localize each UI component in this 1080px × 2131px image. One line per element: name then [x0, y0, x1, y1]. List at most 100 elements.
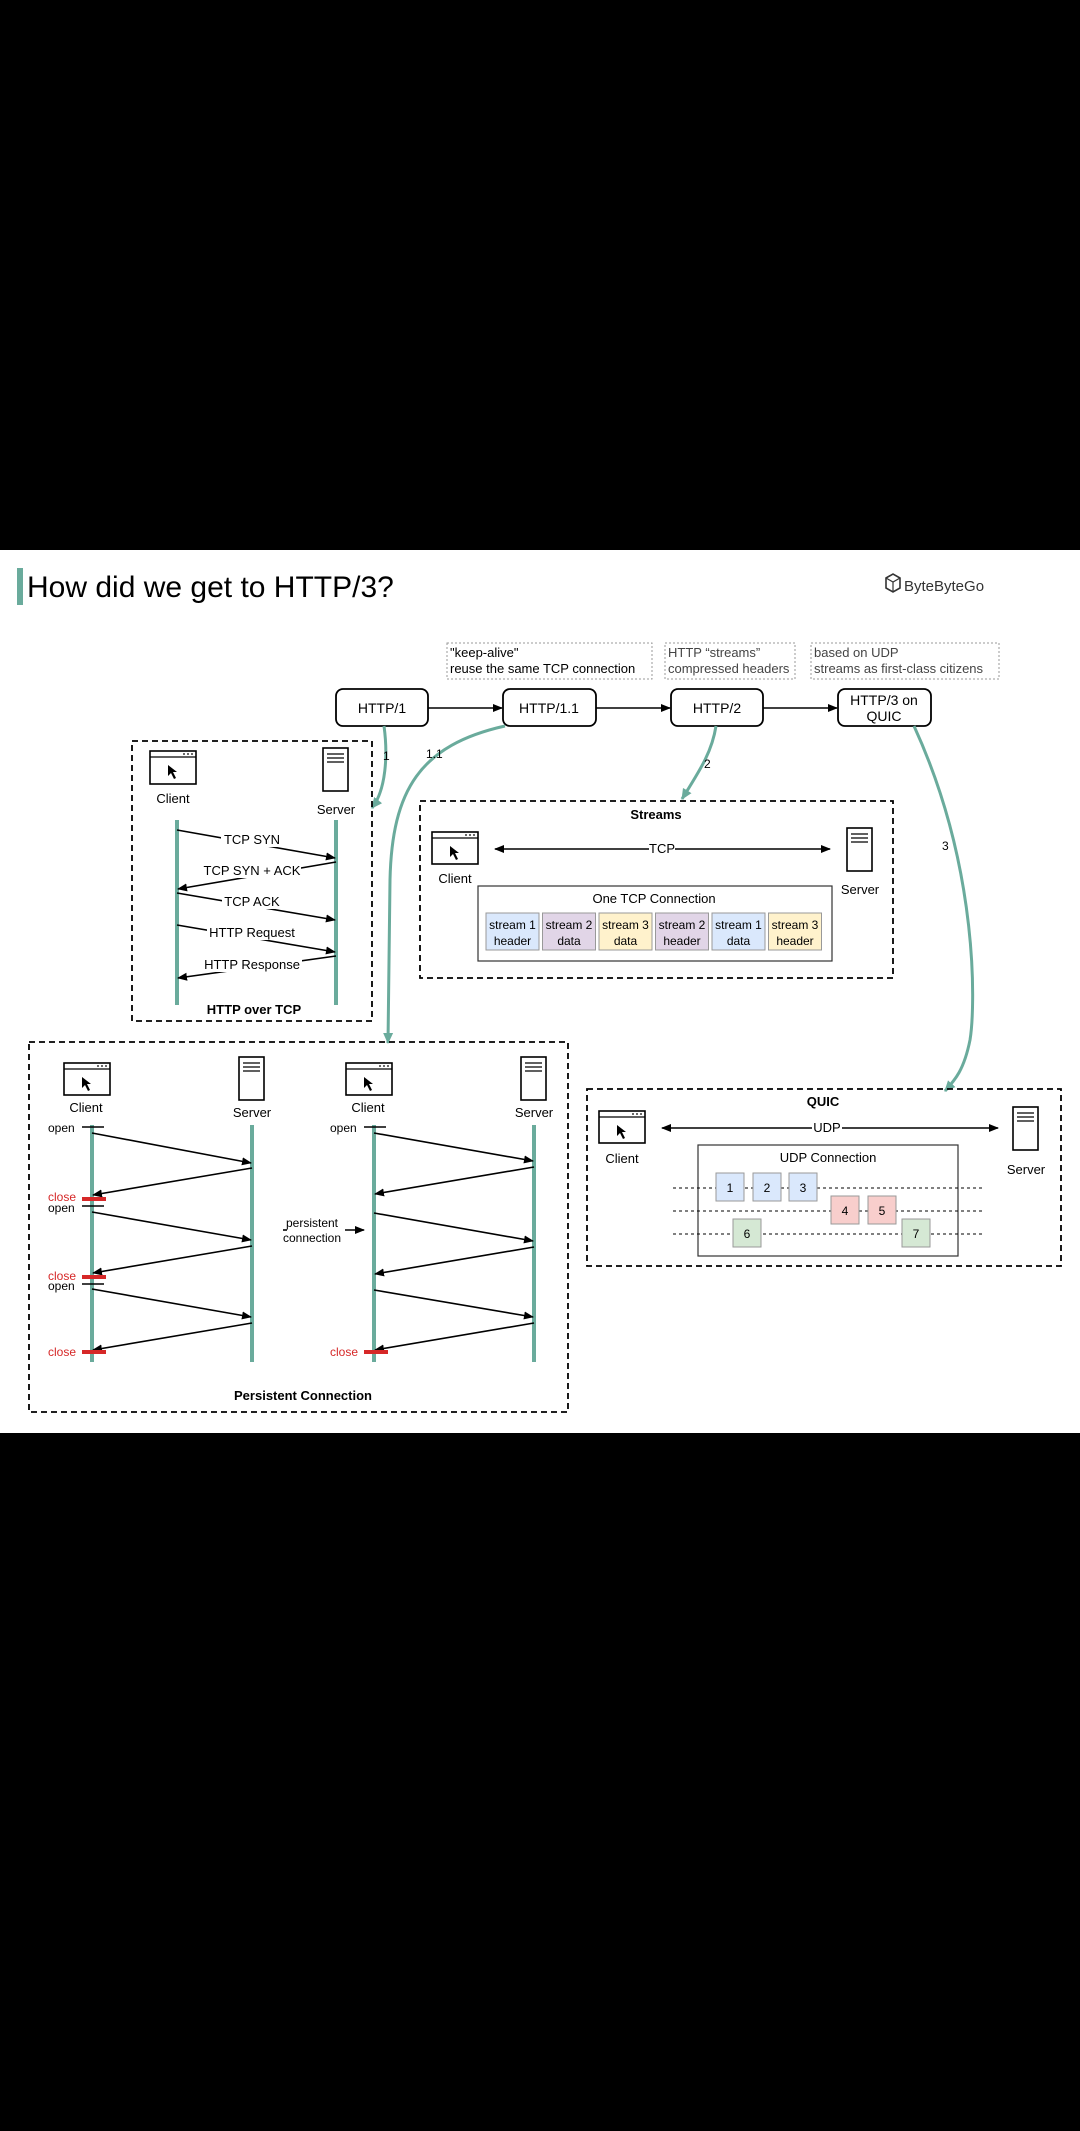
right-persistent-sequence: open close — [330, 1121, 535, 1359]
stream-cell: stream 1 data — [711, 912, 766, 951]
svg-text:QUIC: QUIC — [867, 708, 902, 724]
stream-cell-line1: stream 1 — [715, 918, 762, 932]
page-title: How did we get to HTTP/3? — [27, 571, 394, 604]
stream-cell-line1: stream 2 — [659, 918, 706, 932]
quic-packet-label: 2 — [764, 1181, 771, 1195]
svg-text:"keep-alive": "keep-alive" — [450, 645, 519, 660]
svg-text:HTTP “streams”: HTTP “streams” — [668, 645, 760, 660]
svg-text:based on UDP: based on UDP — [814, 645, 899, 660]
client-window-icon — [431, 831, 479, 865]
quic-packet-label: 7 — [913, 1227, 920, 1241]
quic-packet: 2 — [752, 1172, 782, 1202]
edge-label-3: 3 — [942, 839, 949, 853]
note-http2: HTTP “streams” compressed headers — [664, 642, 796, 680]
version-http11: HTTP/1.1 — [502, 688, 597, 727]
client-window-icon — [598, 1110, 646, 1144]
quic-packet: 4 — [830, 1195, 860, 1225]
stream-cell-line2: header — [776, 934, 813, 948]
open-label: open — [48, 1279, 75, 1293]
brand-logo: ByteByteGo — [885, 573, 984, 595]
brand-name: ByteByteGo — [904, 578, 984, 595]
quic-packet-label: 1 — [727, 1181, 734, 1195]
server-label: Server — [515, 1105, 554, 1120]
quic-packets: 1 2 3 4 5 6 7 — [715, 1172, 931, 1248]
persistent-connection-note-line1: persistent — [286, 1216, 339, 1230]
msg-tcp-ack: TCP ACK — [224, 894, 280, 909]
stream-cell-line2: header — [663, 934, 700, 948]
client-label: Client — [69, 1100, 103, 1115]
tcp-label: TCP — [649, 841, 675, 856]
client-label: Client — [438, 871, 472, 886]
client-label: Client — [351, 1100, 385, 1115]
title-accent-bar — [17, 568, 23, 605]
teal-arrow-1-1 — [383, 724, 506, 1044]
version-http1: HTTP/1 — [335, 688, 429, 727]
note-http11: "keep-alive" reuse the same TCP connecti… — [446, 642, 653, 680]
svg-text:compressed headers: compressed headers — [668, 661, 790, 676]
version-http3-quic: HTTP/3 on QUIC — [837, 688, 932, 727]
msg-http-request: HTTP Request — [209, 925, 295, 940]
open-label: open — [330, 1121, 357, 1135]
close-label: close — [48, 1269, 76, 1283]
server-label: Server — [1007, 1162, 1046, 1177]
msg-tcp-synack: TCP SYN + ACK — [204, 863, 301, 878]
streams-box: Streams Client Server TCP One TCP Connec… — [419, 800, 894, 979]
quic-packet-label: 3 — [800, 1181, 807, 1195]
close-label: close — [48, 1190, 76, 1204]
teal-arrow-3 — [912, 725, 975, 1093]
quic-packet: 1 — [715, 1172, 745, 1202]
quic-packet: 6 — [732, 1218, 762, 1248]
server-icon — [322, 747, 349, 792]
edge-label-2: 2 — [704, 757, 711, 771]
svg-text:HTTP/2: HTTP/2 — [693, 700, 741, 716]
client-label: Client — [156, 791, 190, 806]
server-icon — [520, 1056, 547, 1101]
udp-connection-label: UDP Connection — [780, 1150, 877, 1165]
open-label: open — [48, 1201, 75, 1215]
server-icon — [846, 827, 873, 872]
teal-arrow-1 — [370, 725, 388, 809]
stream-cell-line1: stream 3 — [602, 918, 649, 932]
stream-cell: stream 3 header — [768, 912, 822, 951]
server-label: Server — [317, 802, 356, 817]
svg-text:HTTP/1.1: HTTP/1.1 — [519, 700, 579, 716]
persistent-connection-box: Client Server Client Server — [28, 1041, 569, 1413]
open-label: open — [48, 1121, 75, 1135]
client-label: Client — [605, 1151, 639, 1166]
http-evolution-diagram: How did we get to HTTP/3? ByteByteGo "ke… — [17, 568, 1062, 1413]
stream-cell-line1: stream 3 — [772, 918, 819, 932]
svg-text:HTTP/1: HTTP/1 — [358, 700, 406, 716]
server-icon — [238, 1056, 265, 1101]
edge-label-1-1: 1.1 — [426, 747, 443, 761]
quic-packet: 5 — [867, 1195, 897, 1225]
client-window-icon — [149, 750, 197, 785]
quic-title: QUIC — [807, 1094, 840, 1109]
stream-cell-line2: data — [727, 934, 751, 948]
stream-cell: stream 2 data — [542, 912, 596, 951]
svg-text:streams as first-class citizen: streams as first-class citizens — [814, 661, 984, 676]
http-over-tcp-box: Client Server TCP SYN TCP SYN + ACK TCP … — [131, 740, 373, 1022]
quic-packet-label: 5 — [879, 1204, 886, 1218]
server-label: Server — [841, 882, 880, 897]
svg-text:HTTP/3 on: HTTP/3 on — [850, 692, 918, 708]
diagram-panel: How did we get to HTTP/3? ByteByteGo "ke… — [0, 550, 1080, 1433]
tcp-connection-label: One TCP Connection — [592, 891, 715, 906]
streams-title: Streams — [630, 807, 681, 822]
close-label: close — [330, 1345, 358, 1359]
client-window-icon — [63, 1062, 111, 1096]
stream-cell-line2: data — [557, 934, 581, 948]
udp-label: UDP — [813, 1120, 840, 1135]
stream-cell-line1: stream 2 — [546, 918, 593, 932]
client-window-icon — [345, 1062, 393, 1096]
persistent-connection-title: Persistent Connection — [234, 1388, 372, 1403]
close-label: close — [48, 1345, 76, 1359]
msg-tcp-syn: TCP SYN — [224, 832, 280, 847]
msg-http-response: HTTP Response — [204, 957, 300, 972]
svg-text:reuse the same TCP connection: reuse the same TCP connection — [450, 661, 635, 676]
edge-label-1: 1 — [383, 749, 390, 763]
persistent-connection-note-line2: connection — [283, 1231, 341, 1245]
quic-packet-label: 4 — [842, 1204, 849, 1218]
